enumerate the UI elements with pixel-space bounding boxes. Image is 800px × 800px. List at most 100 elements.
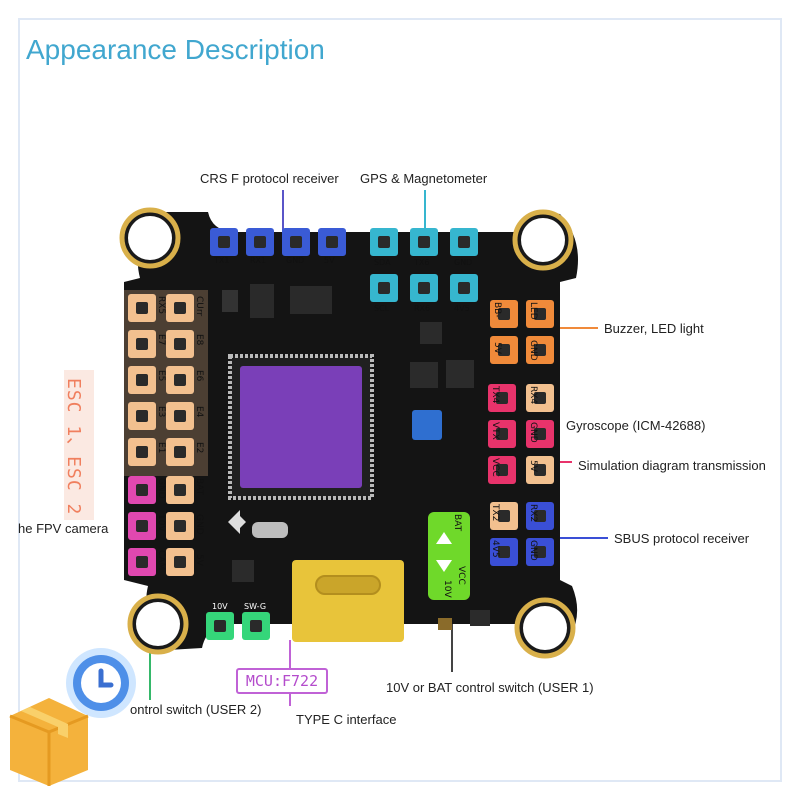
gps-pad-label: TX6 [414, 258, 430, 267]
usb-c-opening [315, 575, 381, 595]
crsf-pad [210, 228, 238, 256]
mcu-tag: MCU:F722 [236, 668, 328, 694]
sbus-pad-label: RX2 [528, 504, 538, 523]
simulation-label: Simulation diagram transmission [578, 458, 766, 473]
buzzer-pad-label: GND [528, 340, 538, 361]
crsf-pad-label: RX1 [250, 256, 267, 265]
gps-label: GPS & Magnetometer [360, 171, 488, 186]
esc-pad-label: CUrr [194, 296, 204, 317]
buzzer-label: Buzzer, LED light [604, 321, 704, 336]
vtx-pad [488, 456, 516, 484]
gps-pad [410, 228, 438, 256]
sbus-pad [490, 502, 518, 530]
esc-pad-label: E7 [156, 334, 166, 346]
arrow-up-icon [436, 532, 452, 544]
vtx-pad [488, 420, 516, 448]
package-box-icon[interactable] [6, 694, 92, 788]
user2-label: ontrol switch (USER 2) [130, 702, 262, 717]
user2-pad-label: 10V [212, 602, 228, 611]
component [410, 362, 438, 388]
usb-c-port [292, 560, 404, 642]
gyroscope-label: Gyroscope (ICM-42688) [566, 418, 706, 433]
esc-pad [166, 366, 194, 394]
vtx-pad-label: RX4 [528, 386, 538, 405]
camera-pad [128, 476, 156, 504]
arrow-left-icon [228, 510, 246, 534]
camera-pad [128, 548, 156, 576]
component [290, 286, 332, 314]
crsf-pad-label: GND [286, 256, 305, 265]
esc-tag [64, 370, 94, 520]
clock-icon[interactable] [64, 646, 138, 720]
gps-pad-label: RX6 [414, 304, 431, 313]
user1-pad-label: BAT [452, 514, 462, 532]
vtx-pad-label: VTX [490, 422, 500, 440]
vtx-pad [526, 456, 554, 484]
power-pad-label: BAT [194, 478, 204, 496]
mount-hole-bottom-left [127, 593, 189, 655]
user1-pad-block [428, 512, 470, 600]
camera-pad [128, 512, 156, 540]
power-pad [166, 548, 194, 576]
esc-pad [128, 402, 156, 430]
esc-pad [166, 438, 194, 466]
esc-pad-label: E4 [194, 406, 204, 418]
gps-pad [370, 228, 398, 256]
camera-pad-label: CAM [156, 550, 166, 571]
vtx-pad [526, 384, 554, 412]
page-frame [18, 18, 782, 782]
gps-pad [370, 274, 398, 302]
user2-pad [242, 612, 270, 640]
component [470, 610, 490, 626]
gps-pad [450, 274, 478, 302]
esc-pad-label: E8 [194, 334, 204, 346]
power-pad [166, 512, 194, 540]
fpv-camera-label: he FPV camera [18, 521, 109, 536]
esc-pad [166, 402, 194, 430]
mcu-tag-label: MCU:F722 [245, 672, 319, 690]
vtx-pad [526, 420, 554, 448]
vtx-pad [488, 384, 516, 412]
buzzer-pad [490, 336, 518, 364]
esc-pad [128, 294, 156, 322]
gps-pad-label: SCL [374, 304, 390, 313]
mount-hole-bottom-right [514, 597, 576, 659]
component [222, 290, 238, 312]
user1-pad-label: 10V [442, 580, 452, 598]
esc-pad-label: E6 [194, 370, 204, 382]
buzzer-pad-label: LED [528, 302, 538, 320]
crsf-pad [282, 228, 310, 256]
power-pad-label: 5V [194, 554, 204, 566]
esc-pad [166, 294, 194, 322]
buzzer-pad-label: 5V [492, 342, 502, 354]
gps-pad-label: SDA [374, 258, 391, 267]
page-title: Appearance Description [26, 34, 325, 65]
gps-pad [410, 274, 438, 302]
crsf-pad [246, 228, 274, 256]
user2-pad-label: SW-G [244, 602, 267, 611]
component [250, 284, 274, 318]
camera-pad-label: GND [156, 478, 166, 499]
sbus-pad-label: TX2 [490, 504, 500, 522]
esc-pad-label: E1 [156, 442, 166, 454]
vtx-pad-label: 5V [528, 460, 538, 472]
esc-pad-label: RX5 [156, 296, 166, 315]
power-pad [166, 476, 194, 504]
crsf-pad-label: 5V [324, 256, 335, 265]
user1-label: 10V or BAT control switch (USER 1) [386, 680, 594, 695]
crystal [252, 522, 288, 538]
esc-pad [128, 366, 156, 394]
user2-pad [206, 612, 234, 640]
sbus-label: SBUS protocol receiver [614, 531, 750, 546]
user1-pad-label: VCC [456, 566, 466, 585]
crsf-pad-label: TX1 [214, 256, 230, 265]
component [438, 618, 452, 630]
mount-hole-top-left [119, 207, 181, 269]
esc-pad-label: E2 [194, 442, 204, 454]
crsf-pad [318, 228, 346, 256]
sbus-pad-label: 4V5 [490, 540, 500, 558]
gyroscope-chip [412, 410, 442, 440]
gps-pad [450, 228, 478, 256]
component [420, 322, 442, 344]
vtx-pad-label: GND [528, 422, 538, 443]
